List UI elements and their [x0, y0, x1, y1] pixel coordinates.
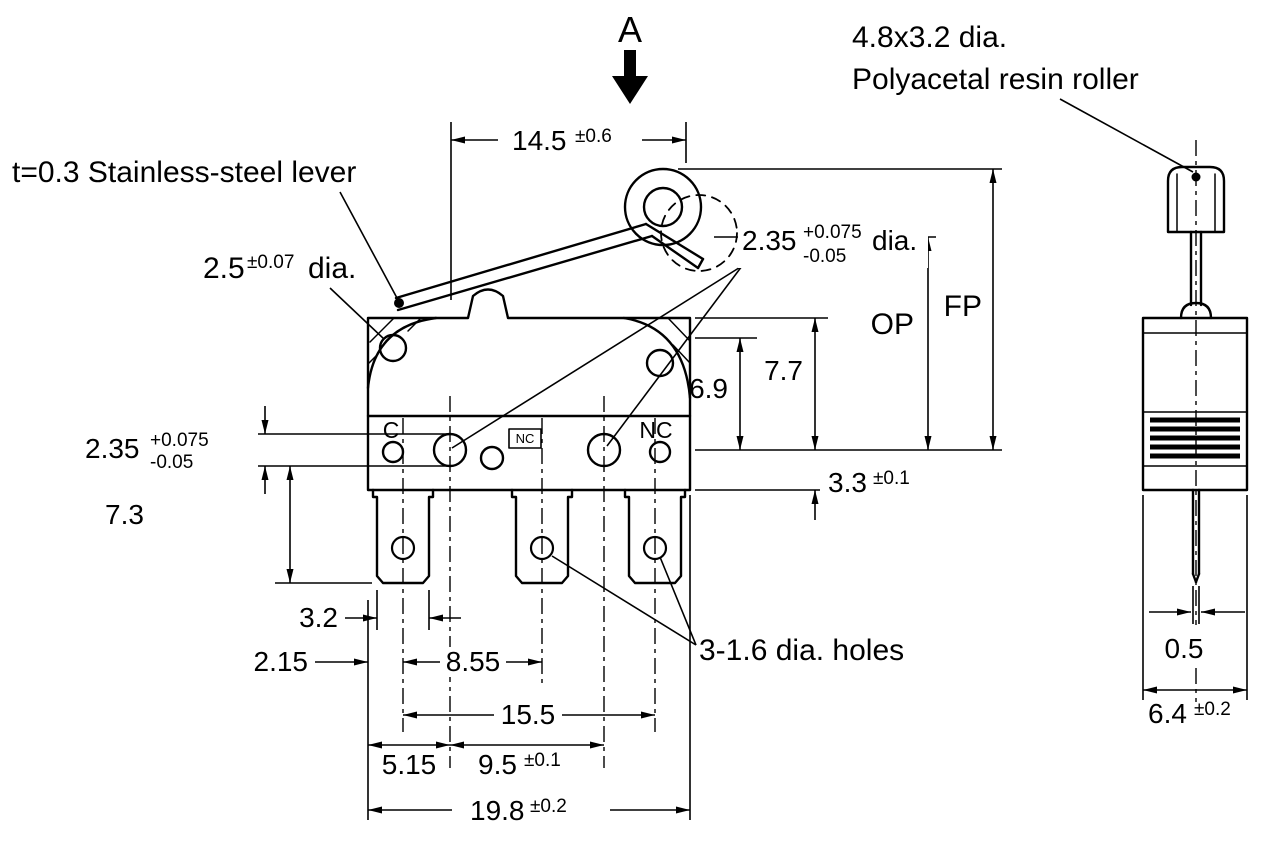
side-band-stripes	[1150, 417, 1240, 459]
marking-box-label: NC	[516, 431, 535, 446]
hole-dia-leader-2	[606, 265, 743, 447]
left-pivot-hole	[378, 333, 408, 363]
terminal-label-common: C	[383, 417, 400, 443]
roller-bracket-bottom	[650, 234, 700, 270]
dim-5-15: 5.15	[382, 749, 437, 780]
hole-dia-left-label: 2.35 +0.075 -0.05	[85, 421, 216, 473]
dim-2-15: 2.15	[254, 646, 309, 677]
dim-fp: FP	[944, 290, 982, 323]
dim-top-width: 14.5 ±0.6	[512, 125, 612, 156]
dim-15-5: 15.5	[501, 699, 556, 730]
roller-bracket-top	[644, 222, 705, 261]
small-hole-right	[648, 440, 672, 464]
dim-8-55: 8.55	[446, 646, 501, 677]
side-housing	[1141, 316, 1249, 492]
terminal-hole-2	[529, 535, 555, 561]
roller-note-line1: 4.8x3.2 dia.	[852, 21, 1007, 54]
hole-dia-right-label: 2.35 +0.075 -0.05 dia.	[742, 213, 917, 268]
switch-housing	[366, 288, 692, 492]
terminal-nc	[623, 488, 687, 585]
roller-note-line2: Polyacetal resin roller	[852, 63, 1139, 96]
right-corner-arc	[622, 316, 692, 400]
lever-pivot-dot	[394, 298, 404, 308]
terminal-hole-3	[642, 535, 668, 561]
labels: A 4.8x3.2 dia. Polyacetal resin roller t…	[12, 9, 1231, 826]
side-roller-pin	[1191, 172, 1201, 182]
dim-3-3: 3.3 ±0.1	[828, 467, 910, 498]
mounting-hole-right	[586, 432, 622, 468]
roller-note-leader	[1059, 98, 1194, 173]
centerlines	[402, 140, 1197, 768]
roller-bracket-end	[696, 257, 705, 270]
dim-7-7: 7.7	[764, 355, 803, 386]
dim-6-9: 6.9	[689, 373, 728, 404]
lever-note: t=0.3 Stainless-steel lever	[12, 156, 356, 189]
side-roller-rims	[1176, 173, 1216, 233]
small-hole-left	[381, 440, 405, 464]
terminal-middle	[510, 488, 574, 585]
side-terminal-taper-r	[1194, 572, 1201, 584]
roller-inner	[642, 186, 684, 228]
main-view	[366, 50, 738, 585]
corner-hatching	[368, 317, 691, 364]
side-roller	[1166, 165, 1226, 234]
leader-lines	[329, 98, 1194, 646]
holes-note-leader-1	[659, 556, 697, 646]
left-corner-arc	[366, 316, 438, 390]
pivot-dia-label: 2.5 ±0.07 dia.	[203, 242, 356, 285]
small-hole-center	[479, 445, 505, 471]
lever-top-edge	[394, 222, 648, 300]
section-arrow	[612, 50, 648, 104]
dim-6-4: 6.4 ±0.2	[1148, 698, 1231, 729]
holes-note: 3-1.6 dia. holes	[699, 634, 904, 667]
roller-operating-position	[660, 194, 738, 272]
side-plunger-dome	[1179, 301, 1213, 320]
lever-bottom-edge	[396, 234, 654, 312]
dim-9-5: 9.5 ±0.1	[478, 749, 561, 780]
terminal-hole-1	[390, 535, 416, 561]
roller-outer	[623, 167, 703, 247]
terminal-common	[371, 488, 435, 585]
lever-note-leader	[339, 191, 398, 299]
dim-7-3: 7.3	[105, 499, 144, 530]
dim-op: OP	[871, 308, 914, 341]
section-label: A	[618, 9, 642, 50]
label-backgrounds	[440, 124, 928, 826]
pivot-dia-leader	[329, 287, 385, 340]
dim-0-5: 0.5	[1165, 633, 1204, 664]
dim-3-2: 3.2	[299, 602, 338, 633]
hole-dia-leader-1	[451, 265, 743, 449]
side-view	[1141, 165, 1249, 584]
holes-note-leader-2	[551, 555, 697, 646]
terminal-label-nc: NC	[639, 417, 672, 443]
dim-19-8: 19.8 ±0.2	[470, 795, 567, 826]
marking-box	[508, 428, 542, 449]
